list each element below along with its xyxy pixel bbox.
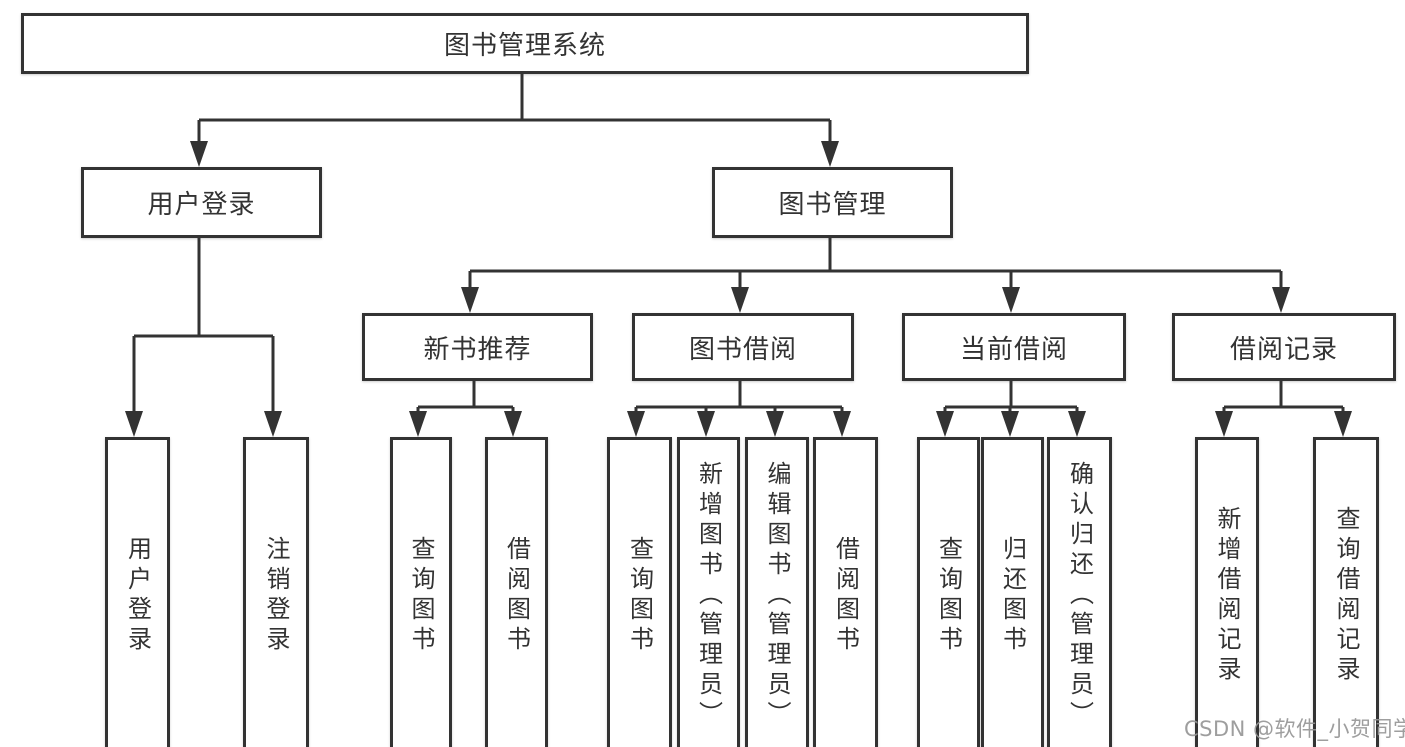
leaf-nb-borrow-books: 借阅图书 bbox=[485, 437, 548, 747]
leaf-bb-borrow-books: 借阅图书 bbox=[813, 437, 878, 747]
node-new-book-recommendation: 新书推荐 bbox=[362, 313, 593, 381]
node-borrowing-records: 借阅记录 bbox=[1172, 313, 1396, 381]
leaf-br-add-record: 新增借阅记录 bbox=[1195, 437, 1259, 747]
leaf-user-login: 用户登录 bbox=[105, 437, 170, 747]
leaf-cb-query-books: 查询图书 bbox=[917, 437, 980, 747]
leaf-br-query-record: 查询借阅记录 bbox=[1313, 437, 1379, 747]
leaf-bb-add-books-admin: 新增图书（管理员） bbox=[677, 437, 740, 747]
node-book-borrowing: 图书借阅 bbox=[632, 313, 854, 381]
leaf-nb-query-books: 查询图书 bbox=[390, 437, 452, 747]
leaf-logout: 注销登录 bbox=[243, 437, 309, 747]
node-book-management: 图书管理 bbox=[712, 167, 953, 238]
leaf-cb-return-books: 归还图书 bbox=[981, 437, 1044, 747]
leaf-cb-confirm-return-admin: 确认归还（管理员） bbox=[1047, 437, 1112, 747]
node-current-borrowing: 当前借阅 bbox=[902, 313, 1126, 381]
node-user-login: 用户登录 bbox=[81, 167, 322, 238]
node-library-management-system: 图书管理系统 bbox=[21, 13, 1029, 74]
csdn-watermark: CSDN @软件_小贺同学 bbox=[1184, 717, 1405, 741]
arrowhead-icons bbox=[125, 141, 1352, 437]
leaf-bb-query-books: 查询图书 bbox=[607, 437, 672, 747]
leaf-bb-edit-books-admin: 编辑图书（管理员） bbox=[745, 437, 809, 747]
